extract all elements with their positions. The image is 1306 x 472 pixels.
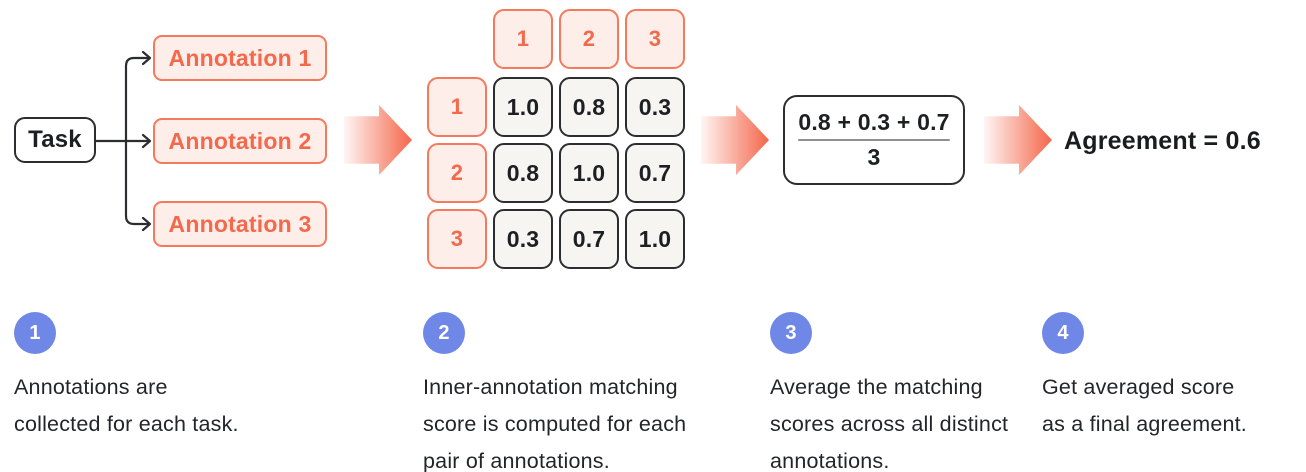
step-number: 1 [29,321,41,344]
matrix-row-header-3: 3 [427,209,487,269]
matrix-cell: 1.0 [559,143,619,203]
matrix-cell-value: 1.0 [572,159,606,186]
flow-arrow-icon [344,104,412,176]
annotation-node-3: Annotation 3 [153,201,327,247]
matrix-cell: 0.7 [559,209,619,269]
matrix-cell: 0.8 [493,143,553,203]
matrix-cell-value: 0.8 [506,159,540,186]
matrix-cell-value: 1.0 [506,93,540,120]
matrix-col-header-label: 1 [516,26,530,51]
annotation-label: Annotation 2 [168,127,312,154]
matrix-cell: 1.0 [493,77,553,137]
matrix-cell-value: 0.7 [572,225,606,252]
step-description: Inner-annotation matching score is compu… [423,375,687,472]
matrix-row-header-1: 1 [427,77,487,137]
annotation-label: Annotation 3 [168,210,312,237]
matrix-row-header-label: 3 [450,226,464,251]
task-annotation-connector [94,50,152,232]
step-1: 1 Annotations are collected for each tas… [14,312,239,443]
matrix-cell-value: 0.3 [638,93,672,120]
matrix-cell: 0.8 [559,77,619,137]
formula-numerator: 0.8 + 0.3 + 0.7 [798,108,950,135]
step-number-badge: 4 [1042,312,1084,354]
matrix-col-header-label: 3 [648,26,662,51]
matrix-cell-value: 0.3 [506,225,540,252]
average-formula-box: 0.8 + 0.3 + 0.7 3 [783,95,965,185]
task-node: Task [14,117,96,163]
annotation-node-1: Annotation 1 [153,35,327,81]
matrix-cell: 1.0 [625,209,685,269]
formula-denominator: 3 [867,144,881,170]
annotation-label: Annotation 1 [168,44,312,71]
matrix-col-header-label: 2 [582,26,596,51]
step-description: Get averaged score as a final agreement. [1042,375,1247,436]
agreement-result-label: Agreement = 0.6 [1064,127,1261,155]
step-number: 4 [1057,321,1069,344]
matrix-cell: 0.7 [625,143,685,203]
matrix-cell-value: 1.0 [638,225,672,252]
step-description: Annotations are collected for each task. [14,375,239,436]
matrix-cell-value: 0.7 [638,159,672,186]
flow-arrow-icon [984,104,1052,176]
matrix-cell: 0.3 [625,77,685,137]
matrix-row-header-2: 2 [427,143,487,203]
step-4: 4 Get averaged score as a final agreemen… [1042,312,1247,443]
matrix-col-header-3: 3 [625,9,685,69]
step-number-badge: 1 [14,312,56,354]
annotation-node-2: Annotation 2 [153,118,327,164]
step-2: 2 Inner-annotation matching score is com… [423,312,686,472]
step-number-badge: 3 [770,312,812,354]
flow-arrow-icon [701,104,769,176]
fraction-bar [798,139,950,141]
matrix-row-header-label: 1 [450,94,464,119]
step-3: 3 Average the matching scores across all… [770,312,1008,472]
matrix-cell-value: 0.8 [572,93,606,120]
matrix-cell: 0.3 [493,209,553,269]
matrix-col-header-2: 2 [559,9,619,69]
step-description: Average the matching scores across all d… [770,375,1009,472]
step-number-badge: 2 [423,312,465,354]
task-label: Task [28,126,82,153]
matrix-row-header-label: 2 [450,160,464,185]
step-number: 2 [438,321,450,344]
step-number: 3 [785,321,797,344]
matrix-col-header-1: 1 [493,9,553,69]
